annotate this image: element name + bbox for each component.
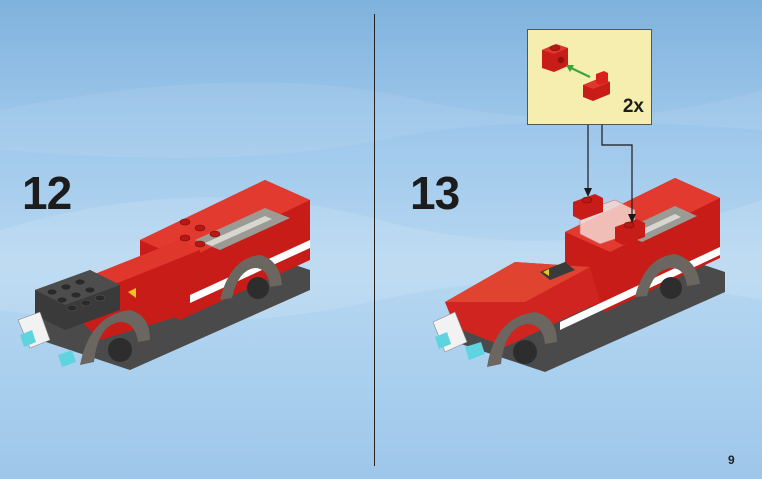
panel-divider [374,14,375,466]
step-number-12: 12 [22,167,72,219]
red-brick-icon [542,44,610,101]
quantity-label: 2x [622,96,644,117]
truck-step12-illustration [17,180,310,370]
green-arrow-icon [566,65,591,78]
clip-piece-icon [583,71,610,101]
parts-callout: 2x [527,29,652,125]
truck-step13-illustration [432,178,725,372]
page-number: 9 [728,453,735,467]
step-number-13: 13 [410,167,460,219]
